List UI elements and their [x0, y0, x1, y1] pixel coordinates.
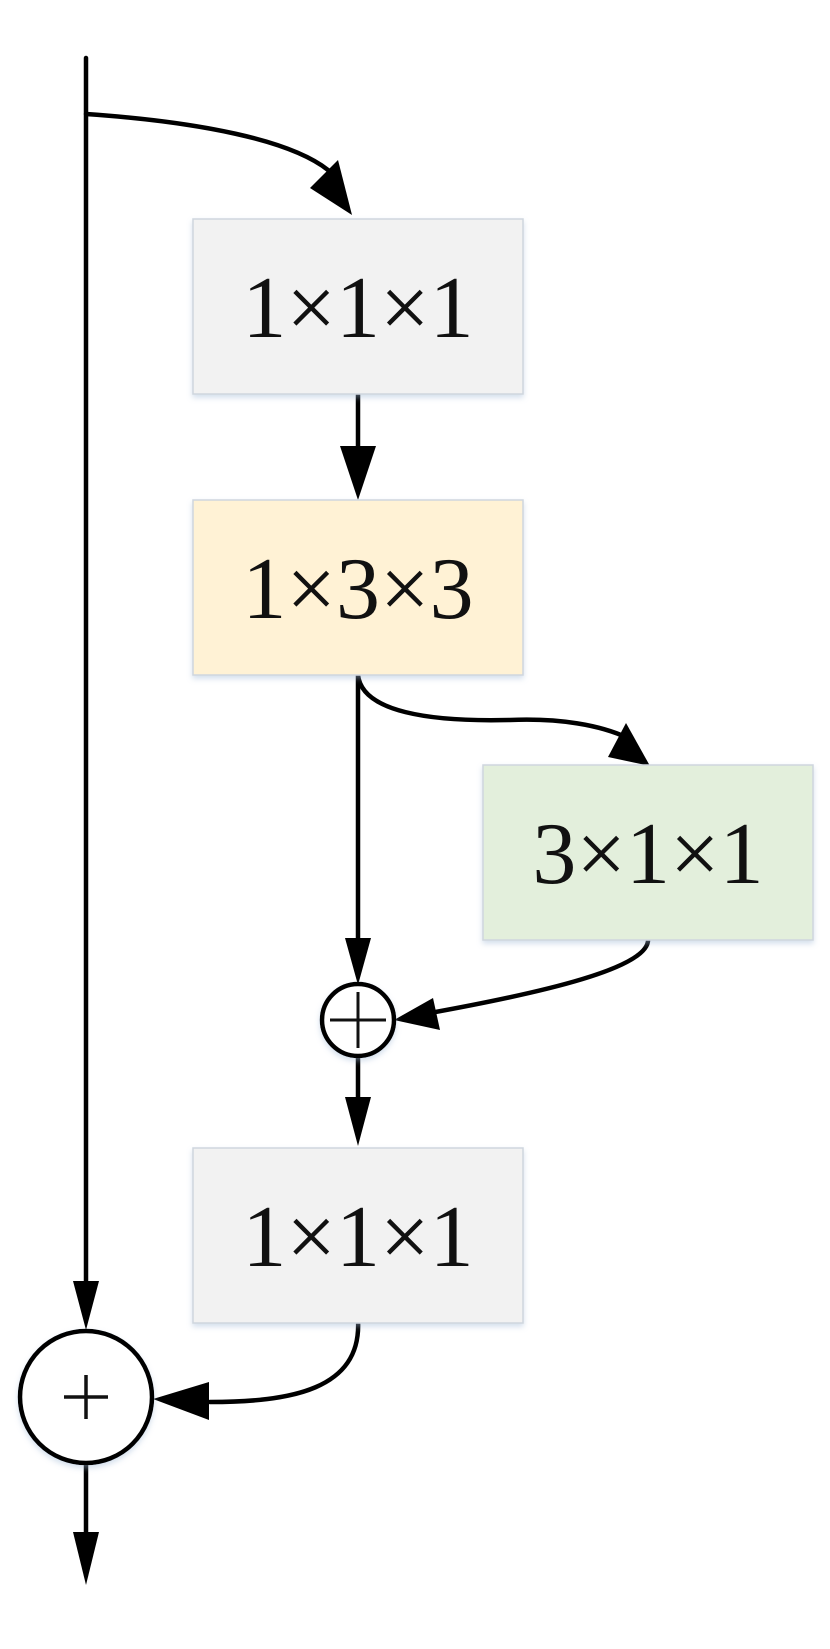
output-arrowhead — [73, 1532, 99, 1585]
block-label: 3×1×1 — [532, 806, 763, 903]
residual-add-icon — [17, 1328, 155, 1466]
block-rect — [482, 764, 814, 941]
residual-add-side-arrowhead — [153, 1382, 209, 1420]
branch-to-side-block-line — [355, 672, 631, 741]
bottom-block-return-line — [207, 1317, 361, 1405]
inner-add-icon — [319, 981, 397, 1059]
side-block-arrowhead — [608, 723, 650, 766]
block-rect — [192, 218, 524, 395]
top-block-arrowhead — [310, 160, 352, 215]
inner-add-side-arrowhead — [394, 998, 440, 1030]
block-label: 1×3×3 — [242, 541, 473, 638]
block-rect — [192, 1147, 524, 1324]
block-label: 1×1×1 — [242, 260, 473, 357]
block-conv-1x1x1-bottom: 1×1×1 — [192, 1147, 524, 1324]
side-block-return-line — [427, 935, 651, 1016]
branch-to-top-block-line — [83, 111, 331, 173]
skip-arrowhead — [73, 1281, 99, 1330]
block-rect — [192, 499, 524, 676]
block-conv-3x1x1: 3×1×1 — [482, 764, 814, 941]
block-conv-1x1x1-top: 1×1×1 — [192, 218, 524, 395]
bottom-block-arrowhead — [345, 1097, 371, 1146]
inner-add-down-arrowhead — [345, 938, 371, 985]
block-label: 1×1×1 — [242, 1189, 473, 1286]
middle-block-arrowhead — [340, 446, 376, 500]
connectors — [73, 55, 651, 1585]
block-conv-1x3x3: 1×3×3 — [192, 499, 524, 676]
